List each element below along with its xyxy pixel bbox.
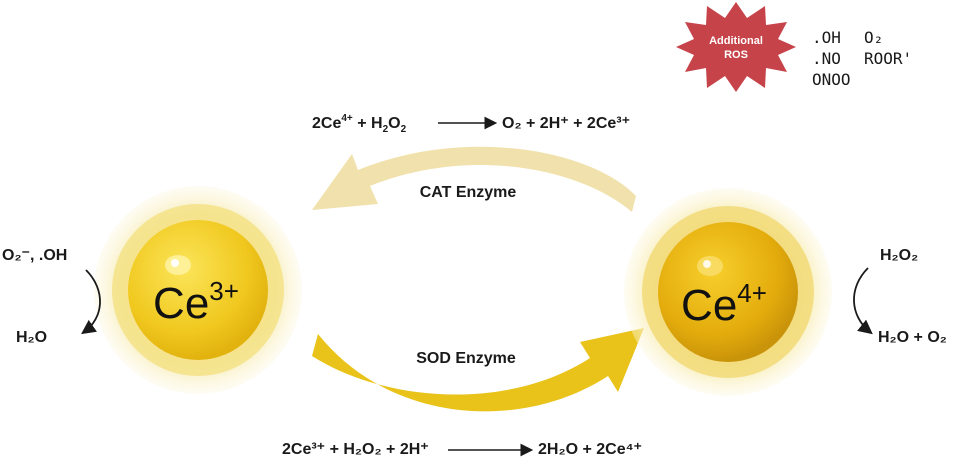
left-reaction-arrow [81, 269, 101, 335]
cat-equation-products: O₂ + 2H⁺ + 2Ce³⁺ [502, 115, 630, 132]
ce4-label: Ce4+ [681, 278, 767, 330]
cat-equation-reactants: 2Ce4+ + H2O2 [312, 113, 407, 135]
sod-equation: 2Ce³⁺ + H₂O₂ + 2H⁺ 2H₂O + 2Ce⁴⁺ [282, 441, 642, 458]
sod-equation-reactants: 2Ce³⁺ + H₂O₂ + 2H⁺ [282, 441, 429, 458]
ros-badge-line1: Additional [709, 35, 763, 47]
ros-species: ONOO [812, 70, 851, 89]
ros-species: .OH [812, 28, 841, 47]
right-reaction-input: H₂O₂ [880, 247, 918, 264]
ce3-label: Ce3+ [153, 276, 239, 328]
ros-species-list: .OH O₂ .NO ROOR' ONOO [812, 28, 912, 89]
cat-equation: 2Ce4+ + H2O2 O₂ + 2H⁺ + 2Ce³⁺ [312, 113, 630, 135]
ce3-core [128, 220, 268, 360]
sod-enzyme-arrow [312, 328, 644, 412]
ros-species: ROOR' [864, 49, 912, 68]
left-reaction: O₂⁻, .OH H₂O [2, 247, 101, 346]
sod-equation-products: 2H₂O + 2Ce⁴⁺ [538, 441, 642, 458]
right-reaction-output: H₂O + O₂ [878, 329, 947, 346]
right-reaction-arrow [853, 267, 873, 335]
ce3-particle: Ce3+ [94, 186, 302, 394]
ros-species: .NO [812, 49, 841, 68]
left-reaction-input: O₂⁻, .OH [2, 247, 67, 264]
right-reaction: H₂O₂ H₂O + O₂ [853, 247, 947, 346]
ce3-glint [171, 259, 179, 267]
ce4-particle: Ce4+ [624, 188, 832, 396]
left-reaction-output: H₂O [16, 329, 47, 346]
ce4-glint [703, 260, 711, 268]
ros-starburst-icon [676, 2, 796, 92]
ce4-core [658, 222, 798, 362]
ros-species: O₂ [864, 28, 883, 47]
sod-enzyme-label: SOD Enzyme [416, 350, 516, 367]
cat-enzyme-label: CAT Enzyme [420, 184, 517, 201]
cat-enzyme-arrow [312, 146, 636, 212]
ros-badge: Additional ROS [676, 2, 796, 92]
ros-badge-line2: ROS [724, 49, 748, 61]
